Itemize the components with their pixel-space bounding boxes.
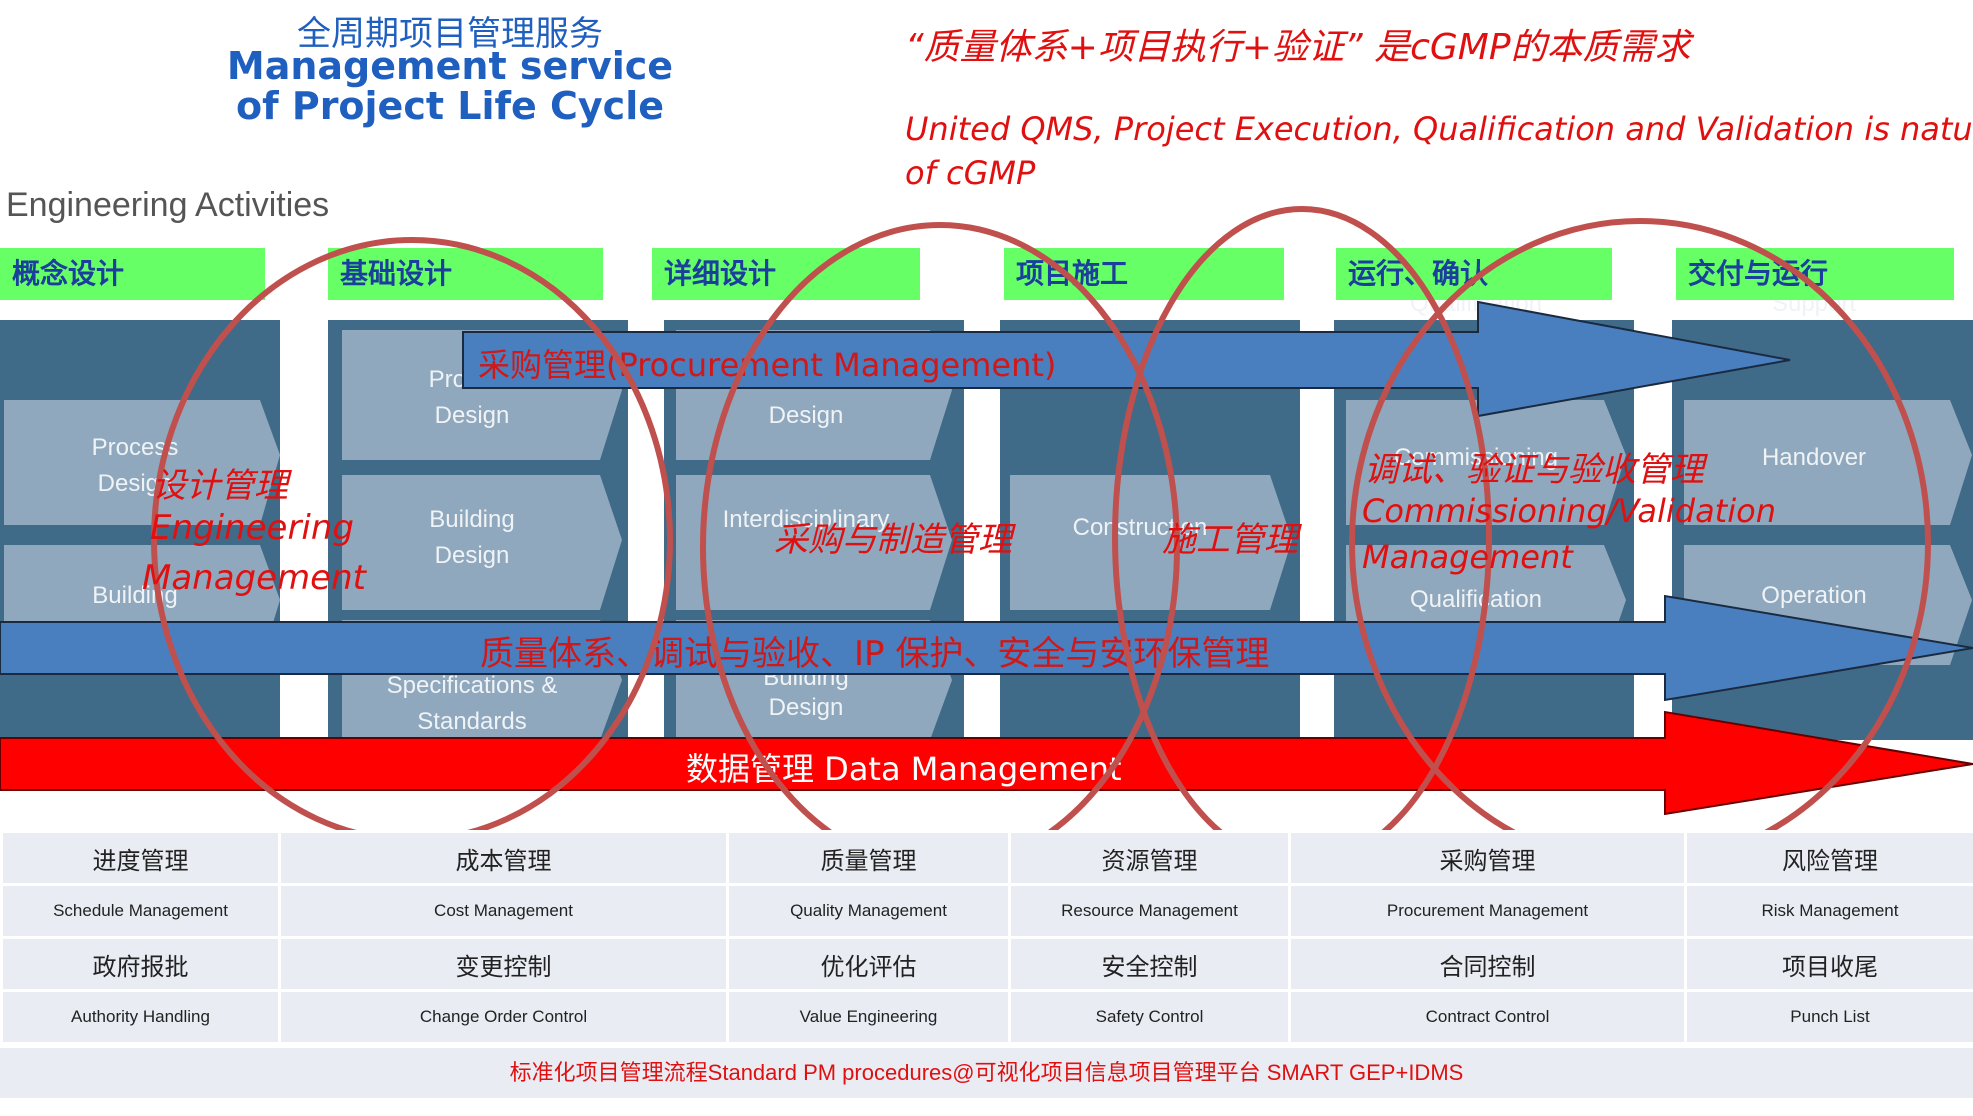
- cell-schedule-cn: 进度管理: [0, 830, 281, 886]
- phase-header-construction: 项目施工: [1004, 248, 1284, 300]
- cell-risk-en: Risk Management: [1684, 883, 1973, 939]
- box-label-handover-6: Handover: [1761, 444, 1867, 471]
- procurement-arrow-label: 采购管理(Procurement Management): [478, 346, 1057, 384]
- cell-authority-en: Authority Handling: [0, 989, 281, 1045]
- cell-safety-cn: 安全控制: [1008, 936, 1291, 992]
- box-interdisciplinary-3: [676, 475, 952, 610]
- circle-engineering: [151, 237, 673, 830]
- quality-arrow-label: 质量体系、调试与验收、IP 保护、安全与安环保管理: [480, 634, 1270, 674]
- cell-punch-en: Punch List: [1684, 989, 1973, 1045]
- box-label-building-1: Building: [92, 582, 178, 609]
- overlay-engineering-en-2: Management: [142, 558, 366, 598]
- overlay-engineering-cn: 设计管理: [152, 466, 288, 506]
- box-label-design-2: Design: [434, 402, 510, 429]
- footer-standard-pm: 标准化项目管理流程Standard PM procedures@可视化项目信息项…: [0, 1048, 1973, 1098]
- engineering-activities-label: Engineering Activities: [6, 186, 330, 224]
- box-label-commissioning-5: Commissioning: [1393, 444, 1559, 471]
- title-en-line2: of Project Life Cycle: [235, 84, 665, 128]
- table-row: Schedule Management Cost Management Qual…: [0, 883, 1973, 939]
- box-label-construction-4: Construction: [1072, 514, 1208, 541]
- box-label-design-3: Design: [768, 402, 844, 429]
- cell-authority-cn: 政府报批: [0, 936, 281, 992]
- table-row: 进度管理 成本管理 质量管理 资源管理 采购管理 风险管理: [0, 830, 1973, 886]
- overlay-construction-cn: 施工管理: [1162, 520, 1298, 560]
- cell-value-en: Value Engineering: [726, 989, 1011, 1045]
- cell-quality-en: Quality Management: [726, 883, 1011, 939]
- phase-header-concept: 概念设计: [0, 248, 265, 300]
- phase-header-detail: 详细设计: [652, 248, 920, 300]
- cgmp-statement-en-line1: United QMS, Project Execution, Qualifica…: [905, 110, 1973, 148]
- cgmp-statement-cn: “质量体系+项目执行+验证” 是cGMP的本质需求: [905, 27, 1691, 68]
- circle-commissioning: [1349, 218, 1931, 830]
- cell-procurement-en: Procurement Management: [1288, 883, 1687, 939]
- cell-cost-cn: 成本管理: [278, 830, 729, 886]
- cell-contract-cn: 合同控制: [1288, 936, 1687, 992]
- circle-construction: [1112, 206, 1492, 830]
- table-row: Authority Handling Change Order Control …: [0, 989, 1973, 1045]
- cell-resource-cn: 资源管理: [1008, 830, 1291, 886]
- box-label-qualification-5: Qualification: [1409, 586, 1543, 613]
- cell-safety-en: Safety Control: [1008, 989, 1291, 1045]
- cell-change-en: Change Order Control: [278, 989, 729, 1045]
- title-cn: 全周期项目管理服务: [297, 14, 603, 54]
- cell-risk-cn: 风险管理: [1684, 830, 1973, 886]
- overlay-commissioning-cn: 调试、验证与验收管理: [1364, 450, 1704, 490]
- box-handover-6: [1684, 400, 1972, 525]
- table-row: 政府报批 变更控制 优化评估 安全控制 合同控制 项目收尾: [0, 936, 1973, 992]
- cgmp-statement-en-line2: of cGMP: [905, 154, 1036, 192]
- cell-procurement-cn: 采购管理: [1288, 830, 1687, 886]
- box-label-interdisciplinary-3: Interdisciplinary: [722, 506, 890, 533]
- circle-procurement-manufacturing: [700, 222, 1180, 830]
- data-management-arrow: [0, 710, 1973, 816]
- box-label-building-design-2: Design: [434, 542, 510, 569]
- box-label-operation-6: Operation: [1761, 582, 1867, 609]
- box-label-building-2: Building: [429, 506, 515, 533]
- cell-resource-en: Resource Management: [1008, 883, 1291, 939]
- overlay-engineering-en-1: Engineering: [150, 508, 354, 548]
- box-label-specs-2: Specifications &: [386, 672, 558, 699]
- box-process-design-1: [4, 400, 280, 525]
- cell-cost-en: Cost Management: [278, 883, 729, 939]
- phase-header-handover: 交付与运行: [1676, 248, 1954, 300]
- overlay-procure-mfg-cn: 采购与制造管理: [774, 520, 1012, 560]
- cell-change-cn: 变更控制: [278, 936, 729, 992]
- overlay-commissioning-en-2: Management: [1362, 538, 1573, 576]
- box-construction-4: [1010, 475, 1292, 610]
- box-label-standards-2: Standards: [417, 708, 527, 735]
- title-en-line1: Management service: [226, 44, 674, 88]
- box-building-design-2: [342, 475, 622, 610]
- box-label-design-3b: Design: [768, 694, 844, 721]
- overlay-commissioning-en-1: Commissioning/Validation: [1362, 492, 1776, 530]
- cell-contract-en: Contract Control: [1288, 989, 1687, 1045]
- circles-layer: [151, 206, 1931, 830]
- pm-functions-table: 进度管理 成本管理 质量管理 资源管理 采购管理 风险管理 Schedule M…: [0, 830, 1973, 1045]
- cell-value-cn: 优化评估: [726, 936, 1011, 992]
- cell-schedule-en: Schedule Management: [0, 883, 281, 939]
- cell-quality-cn: 质量管理: [726, 830, 1011, 886]
- cell-punch-cn: 项目收尾: [1684, 936, 1973, 992]
